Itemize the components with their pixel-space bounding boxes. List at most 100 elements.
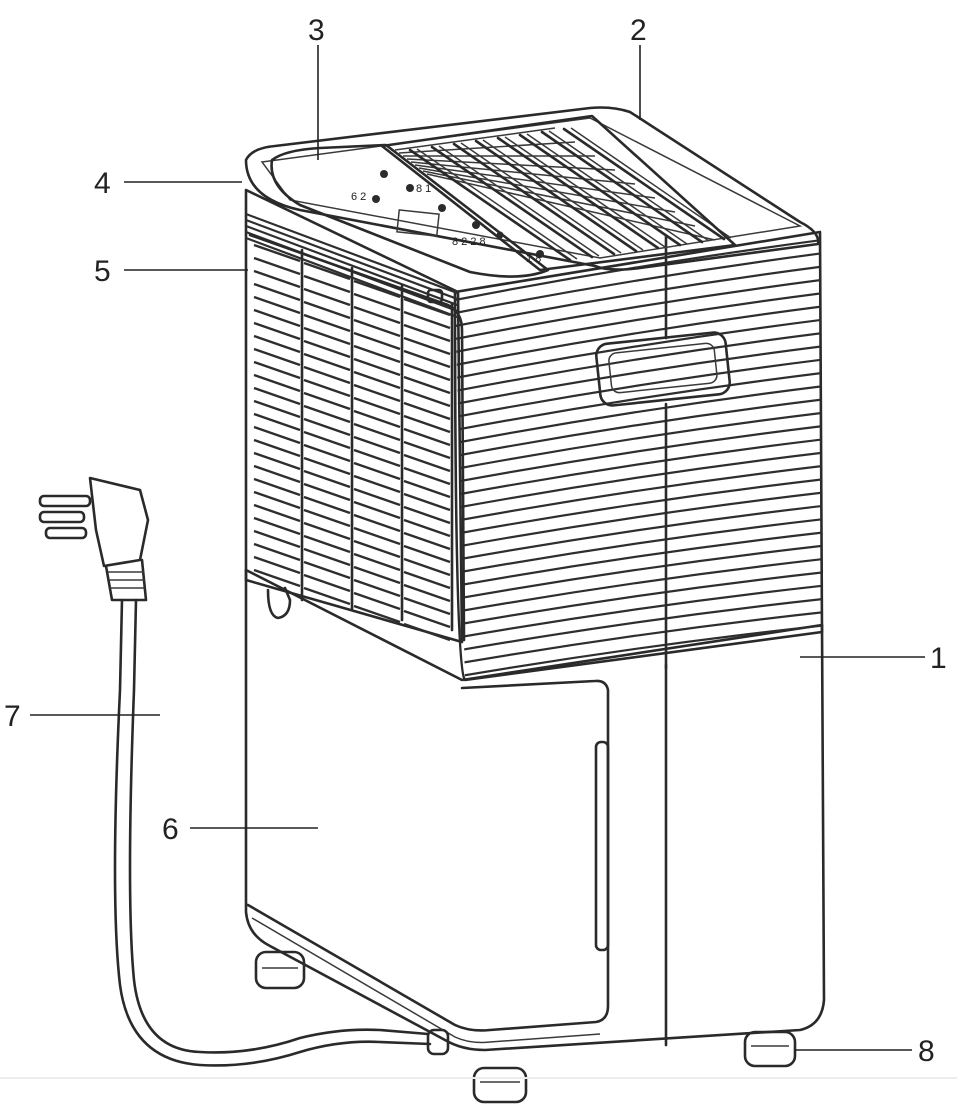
callout-label-1: 1 xyxy=(930,642,947,675)
grille-slat xyxy=(253,256,301,276)
callout-5: 5 xyxy=(94,255,248,288)
front-rib xyxy=(455,518,822,575)
grille-slat xyxy=(303,417,351,437)
grille-slat xyxy=(253,542,301,562)
callout-label-2: 2 xyxy=(630,14,647,47)
grille-slat xyxy=(303,287,351,307)
grille-slat xyxy=(303,430,351,450)
front-rib xyxy=(455,451,822,510)
front-rib xyxy=(455,611,822,666)
callout-label-8: 8 xyxy=(918,1035,935,1068)
air-intake-grille xyxy=(244,188,466,644)
louver-vane xyxy=(518,133,682,247)
louver-vane-edge xyxy=(438,145,600,257)
grille-slat xyxy=(253,243,301,263)
front-rib xyxy=(455,252,822,315)
grille-slat xyxy=(253,568,301,588)
grille-slat xyxy=(353,409,401,429)
grille-slat xyxy=(303,508,351,528)
callout-label-4: 4 xyxy=(94,167,111,200)
grille-slat xyxy=(403,427,451,447)
front-rib xyxy=(455,332,822,393)
grille-slat xyxy=(403,544,451,564)
grille-slat xyxy=(303,391,351,411)
grille-slat xyxy=(403,557,451,577)
grille-slat xyxy=(353,435,401,455)
grille-slat xyxy=(303,573,351,593)
grille-slat xyxy=(303,404,351,424)
callout-8: 8 xyxy=(794,1035,935,1068)
louver-vane xyxy=(474,139,638,253)
callout-3: 3 xyxy=(308,14,325,160)
grille-slat xyxy=(403,531,451,551)
grille-slat xyxy=(403,297,451,317)
caster-front-right xyxy=(743,1030,797,1068)
grille-slat xyxy=(253,451,301,471)
louver-vane xyxy=(562,127,726,241)
grille-slat xyxy=(353,396,401,416)
callouts: 1 2 3 4 5 6 7 8 xyxy=(4,14,947,1068)
grille-slat xyxy=(303,261,351,281)
caster-front-left xyxy=(254,950,306,990)
grille-slat xyxy=(353,604,401,624)
side-rib xyxy=(246,210,461,278)
front-rib xyxy=(455,305,822,367)
grille-slat xyxy=(353,487,401,507)
grille-slat xyxy=(303,339,351,359)
grille-slat xyxy=(403,622,451,642)
front-rib xyxy=(455,478,822,536)
front-rib xyxy=(455,358,822,419)
grille-slat xyxy=(303,469,351,489)
callout-label-6: 6 xyxy=(162,813,179,846)
grille-slat xyxy=(353,292,401,312)
front-rib xyxy=(455,292,822,354)
louver-vane xyxy=(540,130,704,244)
grille-slat xyxy=(253,347,301,367)
grille-slat xyxy=(353,513,401,533)
panel-mark-a: 6 2 xyxy=(351,191,366,203)
control-panel: 6 2 8 1 8 2 2 8 1 8 xyxy=(270,143,550,278)
grille-slat xyxy=(353,370,401,390)
front-rib xyxy=(455,438,822,497)
front-rib xyxy=(455,584,822,640)
grille-slat xyxy=(353,279,401,299)
caster-wheels xyxy=(254,950,797,1104)
grille-slat xyxy=(253,412,301,432)
louver-vane xyxy=(452,142,616,256)
grille-slat xyxy=(253,477,301,497)
grille-slat xyxy=(353,578,401,598)
water-tank xyxy=(246,679,610,1044)
caster-front-center xyxy=(472,1066,528,1104)
grille-slat xyxy=(403,323,451,343)
front-rib xyxy=(455,371,822,432)
grille-slat xyxy=(403,414,451,434)
carry-handle xyxy=(595,331,731,407)
callout-6: 6 xyxy=(162,813,318,846)
grille-slat xyxy=(253,503,301,523)
plug xyxy=(38,476,150,602)
grille-slat xyxy=(303,352,351,372)
louver-vane-edge xyxy=(526,133,688,245)
grille-slat xyxy=(353,357,401,377)
grille-slat xyxy=(253,438,301,458)
grille-slat xyxy=(303,313,351,333)
grille-slat xyxy=(403,310,451,330)
grille-slat xyxy=(353,591,401,611)
grille-slat xyxy=(403,583,451,603)
grille-slat xyxy=(253,529,301,549)
grille-slat xyxy=(353,526,401,546)
grille-slat xyxy=(253,308,301,328)
front-rib xyxy=(455,544,822,601)
grille-slat xyxy=(303,560,351,580)
panel-mark-c: 8 2 2 8 xyxy=(452,236,486,248)
grille-slat xyxy=(303,274,351,294)
front-rib xyxy=(455,598,822,653)
caster-rear xyxy=(426,1028,450,1056)
side-rib xyxy=(246,218,461,302)
louver-vane xyxy=(408,148,572,262)
front-rib xyxy=(455,278,822,341)
grille-slat xyxy=(303,482,351,502)
front-rib xyxy=(455,425,822,484)
grille-slat xyxy=(353,331,401,351)
grille-slat xyxy=(403,466,451,486)
